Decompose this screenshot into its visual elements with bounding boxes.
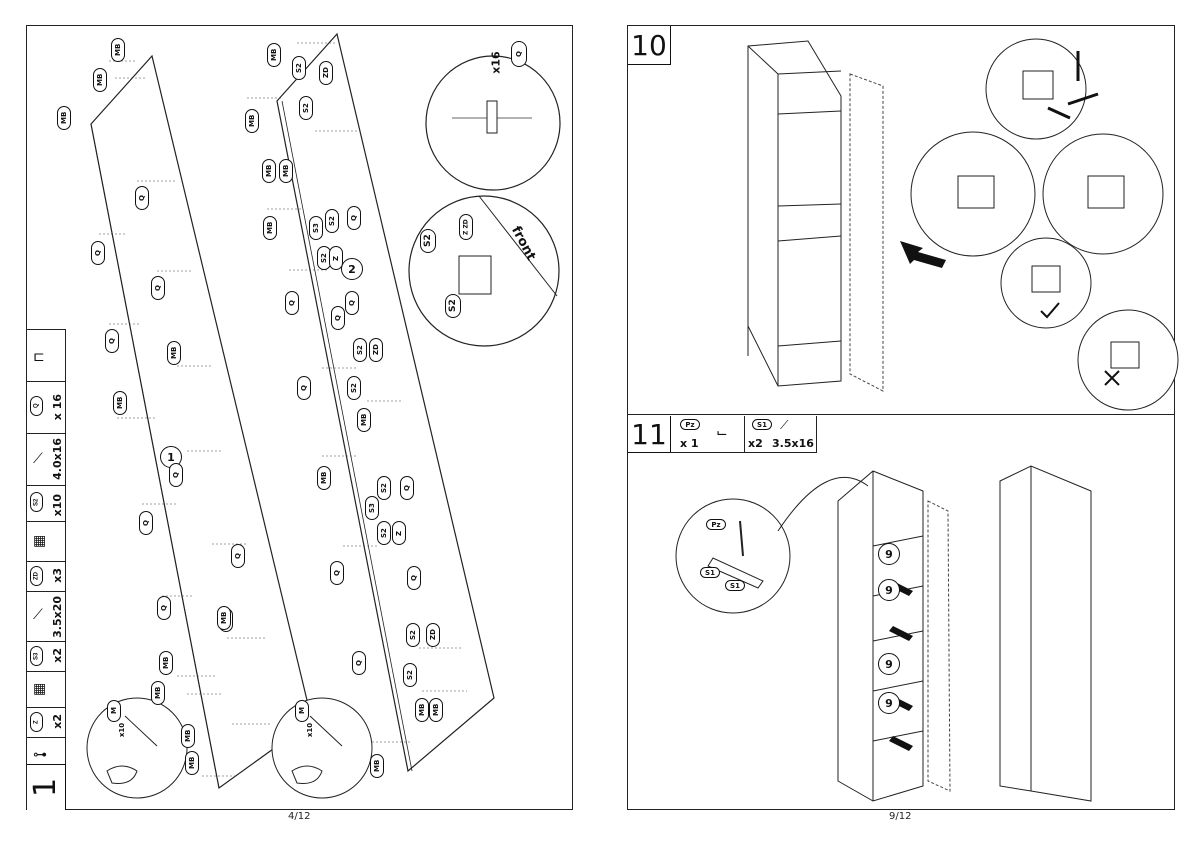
hinge-code-z-zd: Z ZD [459,214,473,240]
screw-icon: ⟋ [33,606,43,622]
part-size: 3.5x16 [772,437,814,450]
detail-code-s1: S1 [725,580,745,591]
part-code-label: MB [181,724,195,748]
part-code-label: Q [407,566,421,590]
part-code-label: S2 [347,376,361,400]
detail-code-s1: S1 [700,567,720,578]
part-code-label: Q [347,206,361,230]
step-11-drawing [675,465,1092,802]
part-code-pz: Pz [680,419,700,430]
panel-2-marker: 2 [341,258,363,280]
part-count: x2 [748,437,763,450]
part-code-label: Q [285,291,299,315]
part-code-label: Q [352,651,366,675]
part-code-label: MB [185,751,199,775]
step-divider [628,414,1174,415]
part-code-label: MB [317,466,331,490]
part-code-label: S3 [309,216,323,240]
part-count: x 1 [680,437,699,450]
part-code-label: S2 [299,96,313,120]
part-code-label: Q [400,476,414,500]
parts-header: Pz x 1 ⌙ S1 ⟋ x2 3.5x16 [670,416,817,453]
part-code-label: S2 [377,521,391,545]
part-code-label: MB [267,43,281,67]
part-code-label: MB [279,159,293,183]
part-code-label: MB [263,216,277,240]
page-number-right: 9/12 [889,811,912,822]
hinge-code-s2: S2 [420,229,436,253]
part-code-label: Q [135,186,149,210]
callout-code-q: Q [511,41,527,67]
part-code-label: ZD [426,623,440,647]
part-code-label: MB [245,109,259,133]
drill-code-m: M [107,700,121,722]
part-code-label: MB [111,38,125,62]
hinge-code-s2: S2 [445,294,461,318]
part-code-label: ZD [319,61,333,85]
part-code-label: MB [93,68,107,92]
part-code-label: MB [113,391,127,415]
part-code-s1: S1 [752,419,772,430]
part-code-label: MB [217,606,231,630]
hinge-plate-icon: ▦ [33,680,47,696]
part-code-label: Z [392,521,406,545]
part-code-label: Q [330,561,344,585]
dowel-icon: ⊏ [33,348,45,364]
part-code-label: S2 [377,476,391,500]
page-number-left: 4/12 [288,811,311,822]
part-code-label: Q [151,276,165,300]
cam-bolt-icon: ⊶ [33,746,47,762]
part-code-label: S2 [353,338,367,362]
shelf-marker: 9 [878,579,900,601]
part-code-label: MB [370,754,384,778]
left-page: ⊏ Q x 16 ⟋ 4.0x16 S2 x10 ▦ ZD x3 ⟋ 3.5x2… [26,25,573,810]
step-number-1: 1 [27,764,66,810]
shelf-marker: 9 [878,692,900,714]
part-code-label: MB [167,341,181,365]
part-code-label: Q [331,306,345,330]
screw-icon: ⟋ [33,450,43,466]
step-number-11: 11 [628,416,671,453]
part-code-label: Q [105,329,119,353]
part-code-label: Z [329,246,343,270]
part-code-label: S2 [325,209,339,233]
hinge-plate-icon: ▦ [33,532,47,548]
step-number-10: 10 [628,26,671,65]
part-code-label: MB [57,106,71,130]
part-code-label: MB [159,651,173,675]
callout-count: x16 [489,51,503,74]
part-code-label: Q [169,463,183,487]
part-code-label: Q [157,596,171,620]
part-code-label: Q [91,241,105,265]
drill-count: x10 [306,722,315,738]
shelf-marker: 9 [878,543,900,565]
part-code-label: MB [151,681,165,705]
step-10-drawing [747,38,1179,411]
part-code-label: MB [357,408,371,432]
part-code-label: S2 [403,663,417,687]
shelf-marker: 9 [878,653,900,675]
part-code-label: MB [262,159,276,183]
screw-icon: ⟋ [780,418,789,432]
part-code-label: S3 [365,496,379,520]
part-code-label: S2 [292,56,306,80]
part-code-label: Q [231,544,245,568]
drill-code-m: M [295,700,309,722]
part-code-label: Q [139,511,153,535]
drill-count: x10 [118,722,127,738]
part-code-label: MB [415,698,429,722]
corner-bracket-icon: ⌙ [716,424,728,440]
detail-code-pz: Pz [706,519,726,530]
part-code-label: Q [297,376,311,400]
part-code-label: ZD [369,338,383,362]
part-code-label: Q [345,291,359,315]
right-page: 10 11 [627,25,1179,810]
part-code-label: S2 [406,623,420,647]
part-code-label: MB [429,698,443,722]
panel-drawing [86,32,561,799]
